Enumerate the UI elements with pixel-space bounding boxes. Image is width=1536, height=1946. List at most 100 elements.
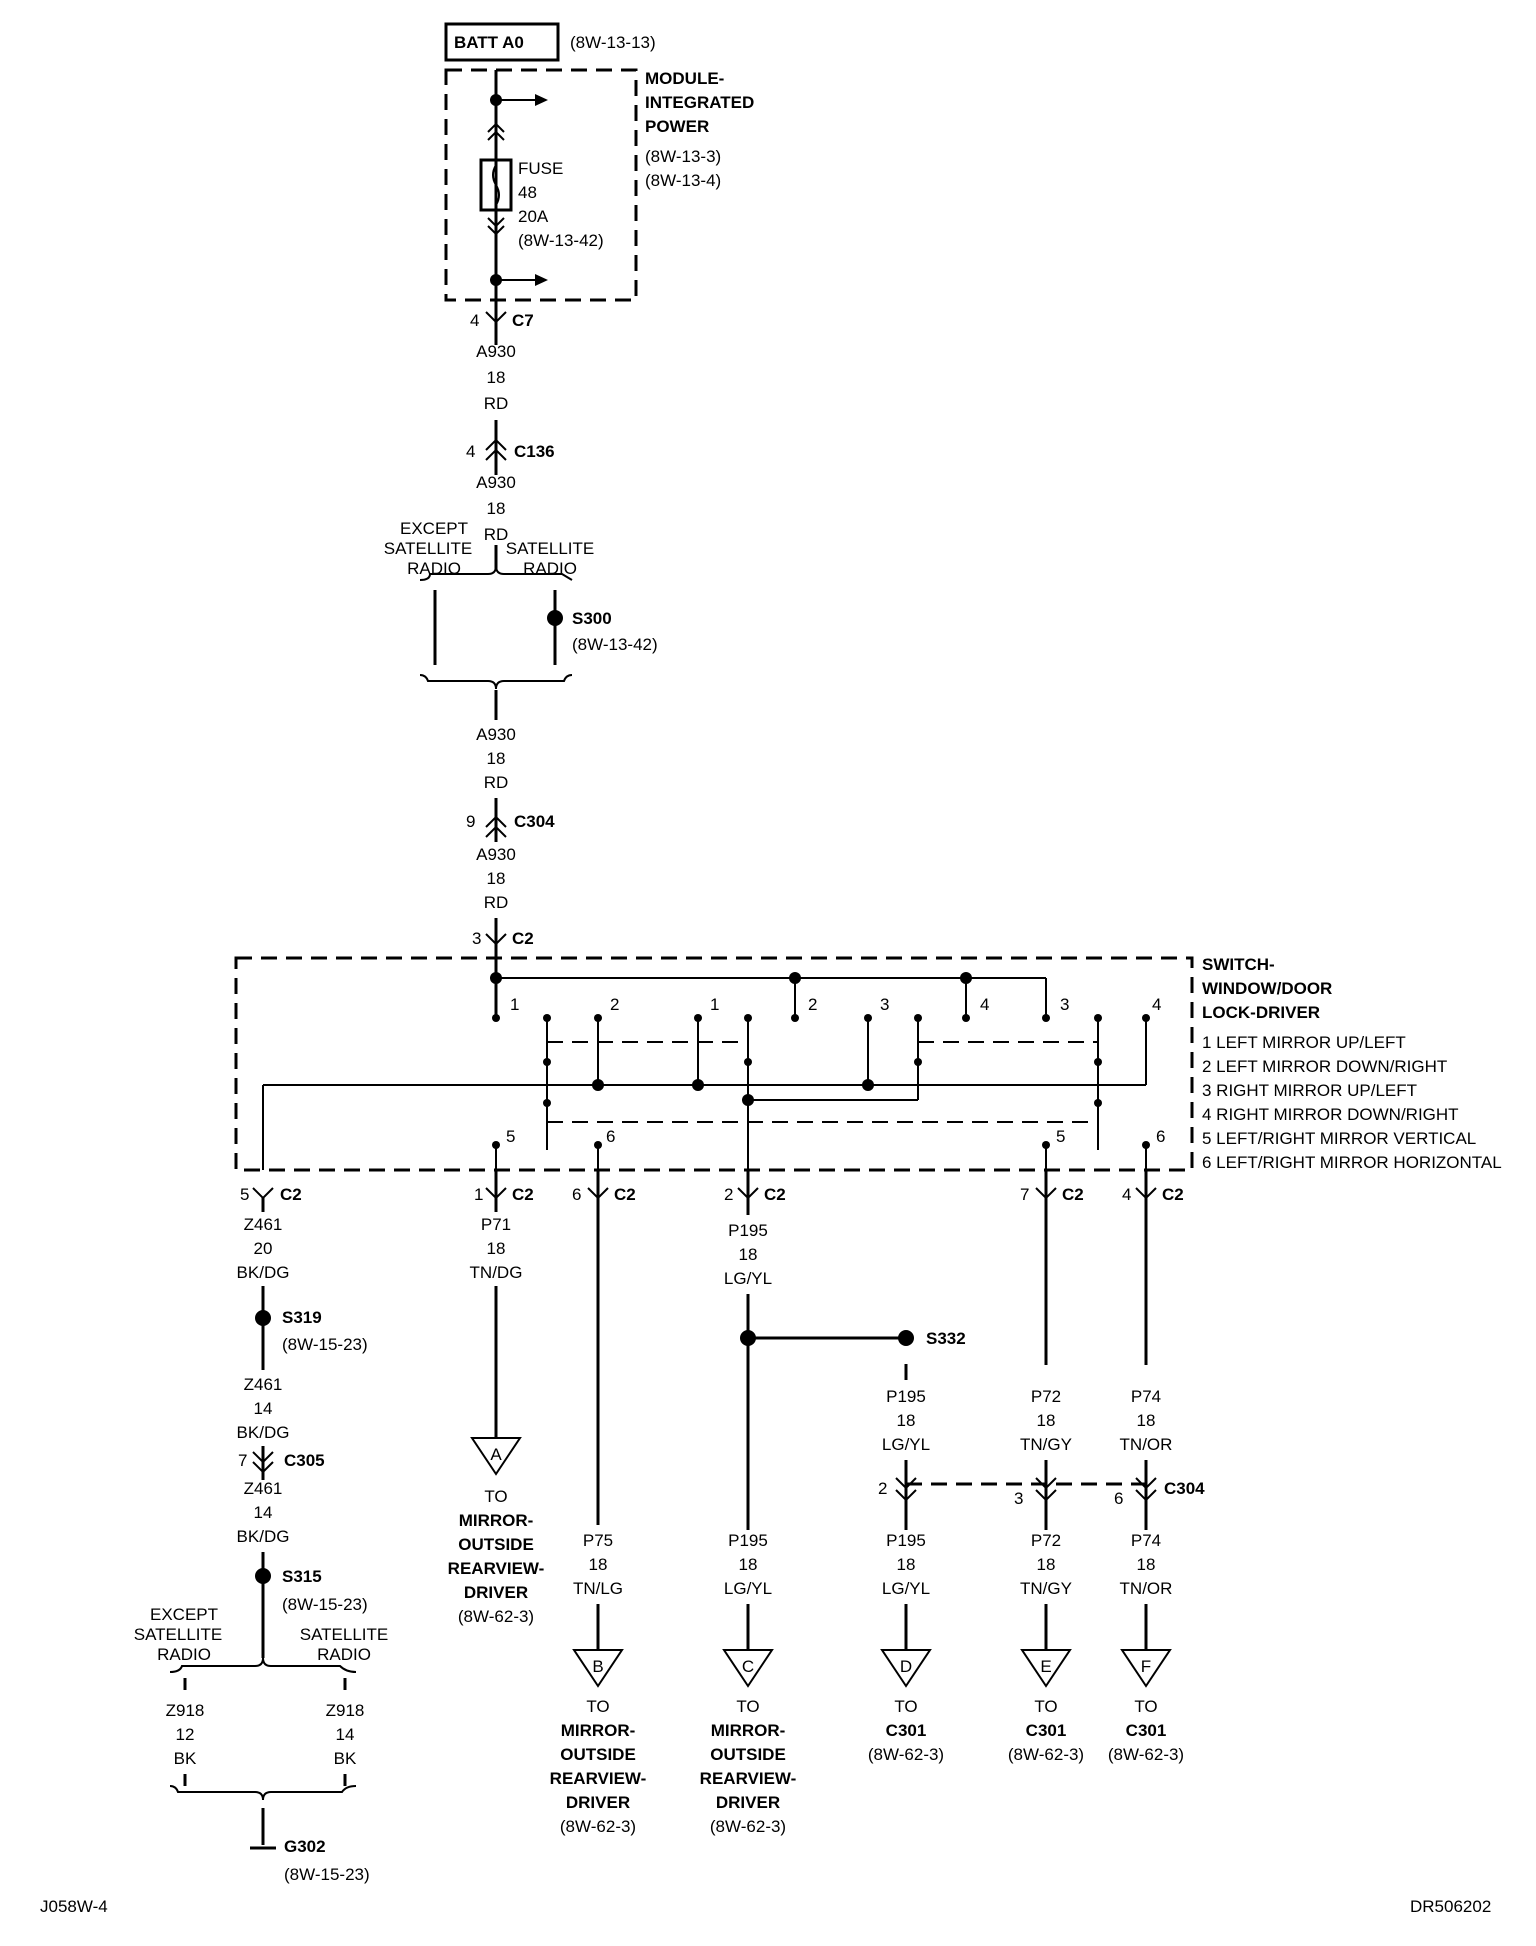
wire-code: P75 — [583, 1531, 613, 1550]
c305-label: C305 — [284, 1451, 325, 1470]
satellite-label-1: SATELLITE — [300, 1625, 389, 1644]
ground-circuit: Z461 20 BK/DG S319 (8W-15-23) Z461 14 BK… — [134, 1215, 389, 1884]
wire-color: RD — [484, 394, 509, 413]
switch-title-1: SWITCH- — [1202, 955, 1275, 974]
c2-pin: 6 — [572, 1185, 581, 1204]
destination-text: DRIVER — [464, 1583, 528, 1602]
contact-label: 6 — [1156, 1127, 1165, 1146]
wire-color: LG/YL — [882, 1435, 930, 1454]
contact-label: 4 — [1152, 995, 1161, 1014]
wire-gauge: 18 — [897, 1411, 916, 1430]
circuit-p75: P75 18 TN/LG B TO MIRROR- OUTSIDE REARVI… — [550, 1531, 647, 1836]
wire-color: BK — [334, 1749, 357, 1768]
destination-text: OUTSIDE — [560, 1745, 636, 1764]
mip-title-2: INTEGRATED — [645, 93, 754, 112]
wire-code: P74 — [1131, 1531, 1161, 1550]
wire-gauge: 18 — [487, 749, 506, 768]
connector-letter: F — [1141, 1657, 1151, 1676]
wire-code: P71 — [481, 1215, 511, 1234]
wire-color: TN/OR — [1120, 1579, 1173, 1598]
wire-gauge: 18 — [487, 499, 506, 518]
legend-item: 3 RIGHT MIRROR UP/LEFT — [1202, 1081, 1417, 1100]
destination-text: TO — [1134, 1697, 1157, 1716]
c2-label: C2 — [1162, 1185, 1184, 1204]
contact-label: 6 — [606, 1127, 615, 1146]
connector-f-icon — [1120, 1649, 1172, 1688]
wire-color: LG/YL — [724, 1579, 772, 1598]
contact-label: 3 — [1060, 995, 1069, 1014]
c2-pin: 4 — [1122, 1185, 1131, 1204]
c2-label: C2 — [280, 1185, 302, 1204]
wire-gauge: 14 — [336, 1725, 355, 1744]
destination-ref: (8W-62-3) — [458, 1607, 534, 1626]
g302-ref: (8W-15-23) — [284, 1865, 370, 1884]
splice-s315 — [255, 1568, 271, 1584]
c7-label: C7 — [512, 311, 534, 330]
wire-color: RD — [484, 525, 509, 544]
wire-color: TN/GY — [1020, 1435, 1072, 1454]
destination-text: C301 — [886, 1721, 927, 1740]
except-label-3: RADIO — [157, 1645, 211, 1664]
wire-gauge: 18 — [897, 1555, 916, 1574]
wire-code: P195 — [886, 1387, 926, 1406]
except-label-1: EXCEPT — [400, 519, 468, 538]
c2-label: C2 — [512, 1185, 534, 1204]
fuse-number: 48 — [518, 183, 537, 202]
destination-text: REARVIEW- — [550, 1769, 647, 1788]
wire-gauge: 14 — [254, 1503, 273, 1522]
c2-pin: 3 — [472, 929, 481, 948]
destination-text: REARVIEW- — [700, 1769, 797, 1788]
c2-output-connectors: 5 C2 1 C2 6 C2 2 C2 7 C2 4 C2 — [240, 1170, 1184, 1525]
c2-pin: 7 — [1020, 1185, 1029, 1204]
destination-text: MIRROR- — [561, 1721, 636, 1740]
mip-ref-2: (8W-13-4) — [645, 171, 721, 190]
contact-label: 4 — [980, 995, 989, 1014]
wire-color: LG/YL — [882, 1579, 930, 1598]
wire-color: RD — [484, 893, 509, 912]
destination-ref: (8W-62-3) — [1008, 1745, 1084, 1764]
wire-code: P72 — [1031, 1531, 1061, 1550]
contact-label: 3 — [880, 995, 889, 1014]
s315-ref: (8W-15-23) — [282, 1595, 368, 1614]
switch-window-door-lock-driver: SWITCH- WINDOW/DOOR LOCK-DRIVER 1 LEFT M… — [234, 955, 1502, 1172]
fuse-amperage: 20A — [518, 207, 549, 226]
wire-gauge: 18 — [739, 1555, 758, 1574]
wire-code: A930 — [476, 473, 516, 492]
except-label-2: SATELLITE — [384, 539, 473, 558]
wire-color: LG/YL — [724, 1269, 772, 1288]
connector-d-icon — [880, 1649, 932, 1688]
destination-text: REARVIEW- — [448, 1559, 545, 1578]
c304-pin: 3 — [1014, 1489, 1023, 1508]
satellite-label-2: RADIO — [523, 559, 577, 578]
wire-code: Z461 — [244, 1375, 283, 1394]
module-integrated-power: MODULE- INTEGRATED POWER (8W-13-3) (8W-1… — [444, 68, 754, 302]
wire-gauge: 18 — [487, 869, 506, 888]
destination-text: C301 — [1026, 1721, 1067, 1740]
destination-text: DRIVER — [716, 1793, 780, 1812]
contact-label: 2 — [610, 995, 619, 1014]
except-label-1: EXCEPT — [150, 1605, 218, 1624]
wire-code: Z461 — [244, 1479, 283, 1498]
wire-code: P195 — [728, 1531, 768, 1550]
wire-gauge: 18 — [739, 1245, 758, 1264]
destination-ref: (8W-62-3) — [560, 1817, 636, 1836]
s315-label: S315 — [282, 1567, 322, 1586]
contact-label: 2 — [808, 995, 817, 1014]
wire-color: RD — [484, 773, 509, 792]
contact-label: 5 — [1056, 1127, 1065, 1146]
batt-ref: (8W-13-13) — [570, 33, 656, 52]
fuse-ref: (8W-13-42) — [518, 231, 604, 250]
destination-text: C301 — [1126, 1721, 1167, 1740]
c304-label: C304 — [1164, 1479, 1205, 1498]
satellite-label-2: RADIO — [317, 1645, 371, 1664]
wire-code: P72 — [1031, 1387, 1061, 1406]
figure-id-left: J058W-4 — [40, 1897, 108, 1916]
c2-pin: 5 — [240, 1185, 249, 1204]
except-label-2: SATELLITE — [134, 1625, 223, 1644]
c136-pin: 4 — [466, 442, 475, 461]
destination-text: TO — [1034, 1697, 1057, 1716]
g302-label: G302 — [284, 1837, 326, 1856]
c304-pin: 2 — [878, 1479, 887, 1498]
circuit-p74: P74 18 TN/OR P74 18 TN/OR F TO C301 (8W-… — [1108, 1387, 1184, 1764]
